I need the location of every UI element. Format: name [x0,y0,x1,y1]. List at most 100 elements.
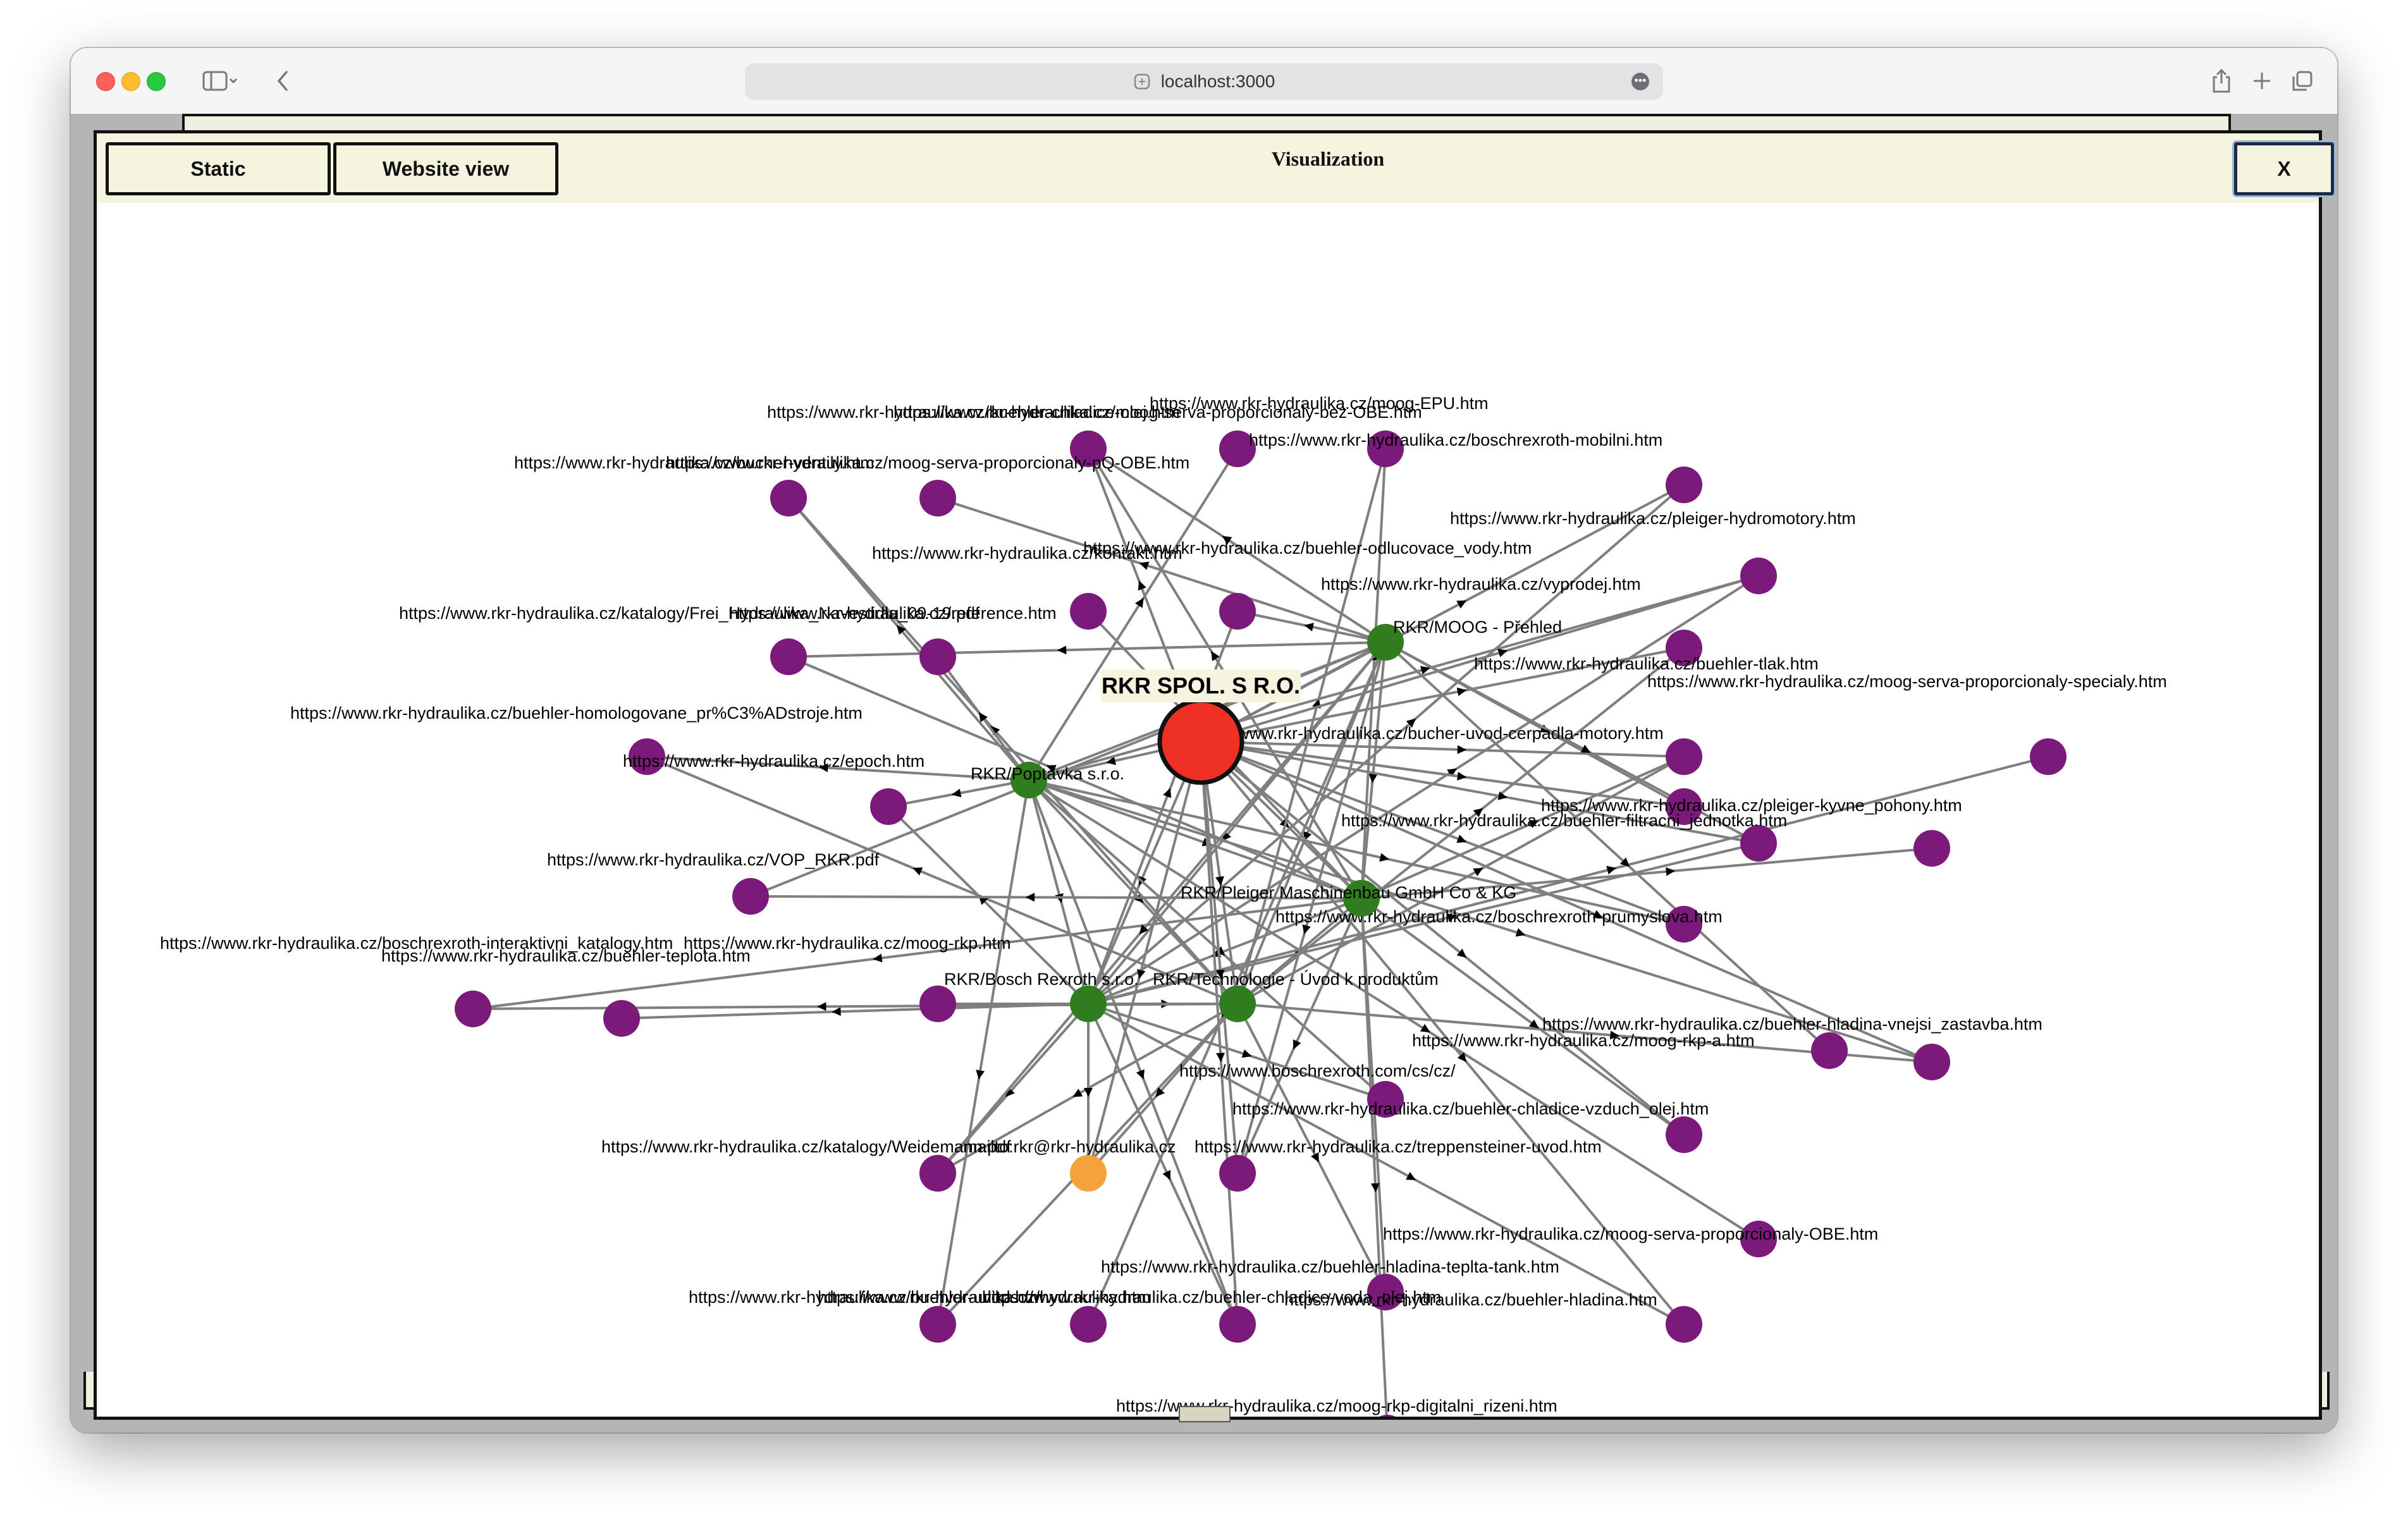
page-node[interactable] [1740,1221,1777,1257]
edge-arrow-icon [1215,969,1225,979]
page-node[interactable] [919,986,956,1022]
edge-arrow-icon [1457,1052,1467,1063]
page-node[interactable] [1811,1032,1848,1069]
plus-icon[interactable] [2246,63,2278,99]
page-node[interactable] [919,1306,956,1343]
page-node[interactable] [1367,1274,1404,1310]
zoom-window-button[interactable] [147,72,166,91]
browser-window: localhost:3000 ••• Static Website view V… [71,48,2337,1432]
graph-edge [887,805,1090,1005]
node-label: https://www.rkr-hydraulika.cz/moog-serva… [1647,672,2167,691]
page-node[interactable] [1666,1116,1702,1153]
page-node[interactable] [919,1155,956,1192]
node-label: https://www.rkr-hydraulika.cz/buehler-te… [381,946,751,965]
static-button[interactable]: Static [106,142,331,195]
close-window-button[interactable] [96,72,115,91]
page-node[interactable] [1914,830,1950,867]
node-label: https://www.boschrexroth.com/cs/cz/ [1179,1061,1456,1080]
network-graph[interactable]: https://www.rkr-hydraulika.cz/buehler-ch… [97,203,2319,1417]
page-node[interactable] [603,1000,640,1037]
modal-title: Visualization [1271,147,1385,170]
page-content: Static Website view Visualization X http… [71,114,2337,1432]
page-node[interactable] [732,878,769,915]
edge-arrow-icon [1155,1087,1165,1097]
page-node[interactable] [1666,788,1702,825]
tabs-icon[interactable] [2287,63,2318,99]
page-node[interactable] [1666,738,1702,775]
graph-edge [1200,740,1759,845]
graph-edge [1200,740,1685,925]
highlight-node[interactable] [1070,1155,1107,1192]
sidebar-icon[interactable] [195,63,245,99]
page-node[interactable] [1914,1044,1950,1080]
page-node[interactable] [919,480,956,516]
website-view-button[interactable]: Website view [333,142,558,195]
page-node[interactable] [629,738,665,775]
node-label: https://www.rkr-hydraulika.cz/buehler-fi… [1341,811,1787,830]
graph-edge [1200,740,1932,1063]
address-bar[interactable]: localhost:3000 ••• [745,63,1663,100]
node-label: https://www.rkr-hydraulika.cz/buehler-ch… [982,1288,1441,1307]
share-icon[interactable] [2206,63,2237,99]
back-arrow-icon[interactable] [267,63,298,99]
node-label: https://www.rkr-hydraulika.cz/epoch.htm [623,752,924,771]
close-button[interactable]: X [2234,142,2334,195]
node-label: RKR/Technologie - Úvod k produktům [1153,969,1439,989]
graph-edge [1237,755,1685,1005]
edge-arrow-icon [817,1002,826,1011]
edge-arrow-icon [1456,771,1467,781]
page-node[interactable] [1666,467,1702,503]
graph-edge [1088,1003,1386,1101]
page-node[interactable] [870,788,907,825]
edge-arrow-icon [1216,1053,1225,1063]
page-node[interactable] [1666,1306,1702,1343]
edge-arrow-icon [912,867,923,876]
page-node[interactable] [919,638,956,675]
page-node[interactable] [1219,593,1256,630]
edge-arrow-icon [1138,580,1146,591]
edge-arrow-icon [976,1070,985,1080]
page-node[interactable] [1219,1306,1256,1343]
page-node[interactable] [1219,430,1256,467]
resize-handle[interactable] [1179,1406,1231,1422]
edge-arrow-icon [1279,818,1289,828]
page-node[interactable] [1666,630,1702,666]
page-node[interactable] [2030,738,2067,775]
minimize-window-button[interactable] [121,72,140,91]
page-node[interactable] [770,638,807,675]
graph-edge [1360,642,1387,899]
page-node[interactable] [1369,1415,1406,1417]
page-node[interactable] [1666,906,1702,943]
organization-node[interactable] [1367,624,1404,661]
page-node[interactable] [1367,1081,1404,1118]
edge-arrow-icon [1497,791,1508,800]
edge-arrow-icon [1370,1183,1380,1193]
page-node[interactable] [1740,558,1777,594]
graph-edge [1200,740,1685,758]
organization-node[interactable] [1343,880,1380,917]
node-label: https://www.rkr-hydraulika.cz/hydraulika… [818,1288,1151,1307]
edge-arrow-icon [1162,1169,1171,1180]
organization-node[interactable] [1070,986,1107,1022]
page-node[interactable] [1070,1306,1107,1343]
page-node[interactable] [1367,430,1404,467]
node-label: https://www.rkr-hydraulika.cz/pleiger-ky… [1541,796,1962,815]
organization-node[interactable] [1219,986,1256,1022]
page-node[interactable] [1219,1155,1256,1192]
root-node[interactable] [1157,698,1244,785]
page-node[interactable] [770,480,807,516]
browser-toolbar: localhost:3000 ••• [71,48,2337,115]
page-node[interactable] [1740,825,1777,862]
edge-arrow-icon [1456,834,1467,843]
page-node[interactable] [1070,593,1107,630]
organization-node[interactable] [1010,762,1047,798]
graph-edge [1236,1003,1387,1293]
node-label: https://www.rkr-hydraulika.cz/katalogy/F… [399,604,980,623]
graph-edge [621,1003,1089,1020]
graph-edge [1087,484,1685,1005]
more-icon[interactable]: ••• [1631,73,1649,90]
edge-arrow-icon [1528,1019,1539,1029]
page-node[interactable] [1070,430,1107,467]
page-node[interactable] [455,991,491,1027]
node-label: https://www.rkr-hydraulika.cz/buehler-ch… [767,403,1180,422]
